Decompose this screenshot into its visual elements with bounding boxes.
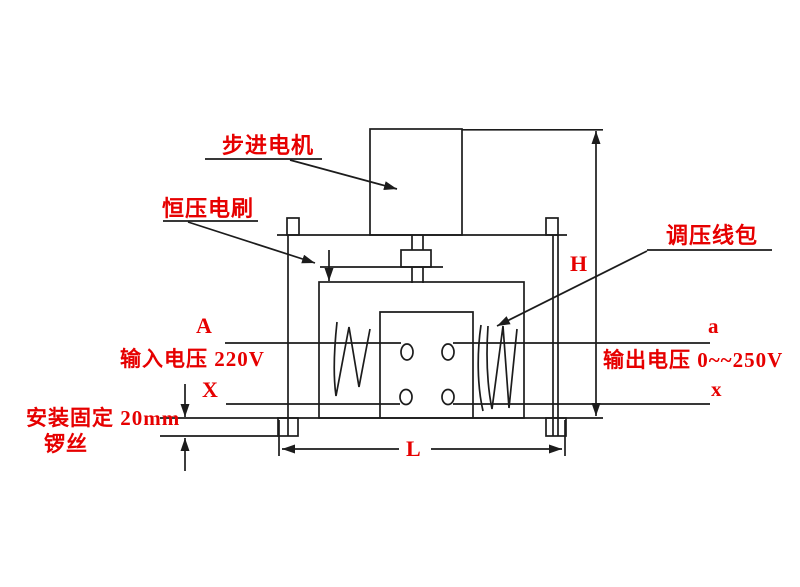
base-plate	[160, 417, 603, 437]
right-winding	[477, 324, 518, 412]
leader-arrows	[187, 159, 648, 327]
top-plate	[277, 217, 567, 418]
left-winding	[333, 321, 371, 397]
terminal-lines	[225, 342, 710, 405]
stepper-motor-box	[369, 128, 603, 236]
terminal-a-label: a	[708, 314, 719, 338]
output-voltage-label: 输出电压 0~~250V	[603, 348, 784, 372]
terminal-A-label: A	[196, 313, 212, 338]
length-dimension	[278, 420, 566, 456]
core-holes	[399, 343, 455, 406]
stepper-motor-label: 步进电机	[222, 133, 315, 158]
constant-voltage-brush-label: 恒压电刷	[162, 196, 255, 221]
terminal-X-label: X	[202, 377, 218, 402]
label-underlines	[163, 158, 772, 251]
terminal-x-label: x	[711, 377, 722, 401]
brush-assembly	[320, 250, 443, 281]
mounting-label-line1: 安装固定 20mm	[26, 406, 181, 430]
height-dim-label: H	[570, 251, 588, 276]
length-dim-label: L	[406, 436, 421, 461]
mounting-label-line2: 锣丝	[44, 432, 88, 456]
voltage-regulating-coil-label: 调压线包	[666, 223, 759, 248]
motor-shaft	[400, 235, 432, 283]
input-voltage-label: 输入电压 220V	[120, 347, 265, 371]
